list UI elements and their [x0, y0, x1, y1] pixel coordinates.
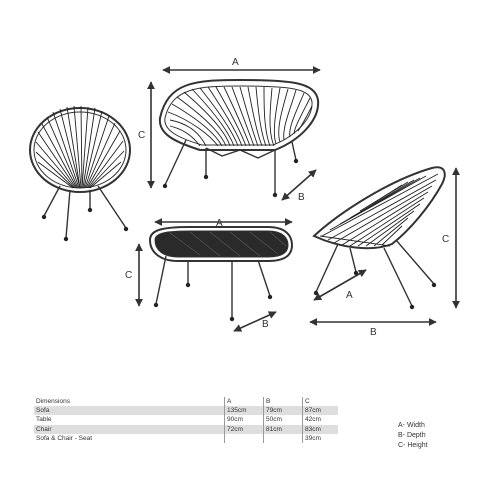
dimension-legend: A- Width B- Depth C- Height	[398, 421, 428, 451]
cell-height: 39cm	[302, 433, 338, 444]
chair-front-view	[29, 105, 131, 242]
table-width-label: A	[216, 218, 223, 229]
chair-height-label: C	[442, 234, 449, 245]
cell-width: 72cm	[224, 424, 264, 434]
chair-side-view	[312, 166, 446, 310]
row-label: Sofa & Chair - Seat	[36, 434, 92, 442]
cell-height: 83cm	[302, 424, 338, 434]
header-cell: A	[224, 397, 264, 407]
legend-depth: B- Depth	[398, 432, 426, 439]
dimensions-table: Dimensions A B C Sofa 135cm 79cm 87cm Ta…	[34, 397, 338, 444]
row-label: Table	[36, 416, 52, 424]
cell-depth: 50cm	[263, 415, 303, 425]
table-header-row: Dimensions A B C	[34, 397, 338, 407]
cell-depth	[263, 433, 303, 444]
legend-height: C- Height	[398, 442, 428, 449]
sofa-depth-arrow	[281, 169, 317, 201]
furniture-dimension-diagram: A C B A C B A C B	[29, 57, 460, 338]
row-label: Chair	[34, 424, 225, 434]
chair-depth-label: A	[346, 290, 353, 301]
table-height-label: C	[125, 270, 132, 281]
sofa-view	[158, 78, 320, 198]
chair-width-label: B	[370, 327, 377, 338]
cell-width: 135cm	[224, 406, 264, 416]
cell-width: 90cm	[224, 415, 264, 425]
legend-width: A- Width	[398, 422, 425, 429]
header-cell: C	[302, 397, 338, 407]
header-cell: B	[263, 397, 303, 407]
table-row: Table 90cm 50cm 42cm	[34, 415, 338, 425]
cell-height: 87cm	[302, 406, 338, 416]
sofa-depth-label: B	[298, 192, 305, 203]
table-row: Sofa & Chair - Seat 39cm	[34, 433, 338, 444]
table-row: Chair 72cm 81cm 83cm	[34, 424, 338, 434]
sofa-height-label: C	[138, 130, 145, 141]
table-view	[148, 226, 294, 322]
table-depth-arrow	[233, 311, 277, 332]
table-row: Sofa 135cm 79cm 87cm	[34, 406, 338, 416]
header-cell: Dimensions	[36, 398, 70, 405]
cell-width	[224, 433, 264, 444]
cell-depth: 79cm	[263, 406, 303, 416]
row-label: Sofa	[34, 406, 225, 416]
cell-height: 42cm	[302, 415, 338, 425]
dimension-arrows	[135, 66, 460, 332]
cell-depth: 81cm	[263, 424, 303, 434]
chair-depth-arrow	[313, 269, 367, 301]
table-depth-label: B	[262, 319, 269, 330]
sofa-width-label: A	[232, 57, 239, 68]
